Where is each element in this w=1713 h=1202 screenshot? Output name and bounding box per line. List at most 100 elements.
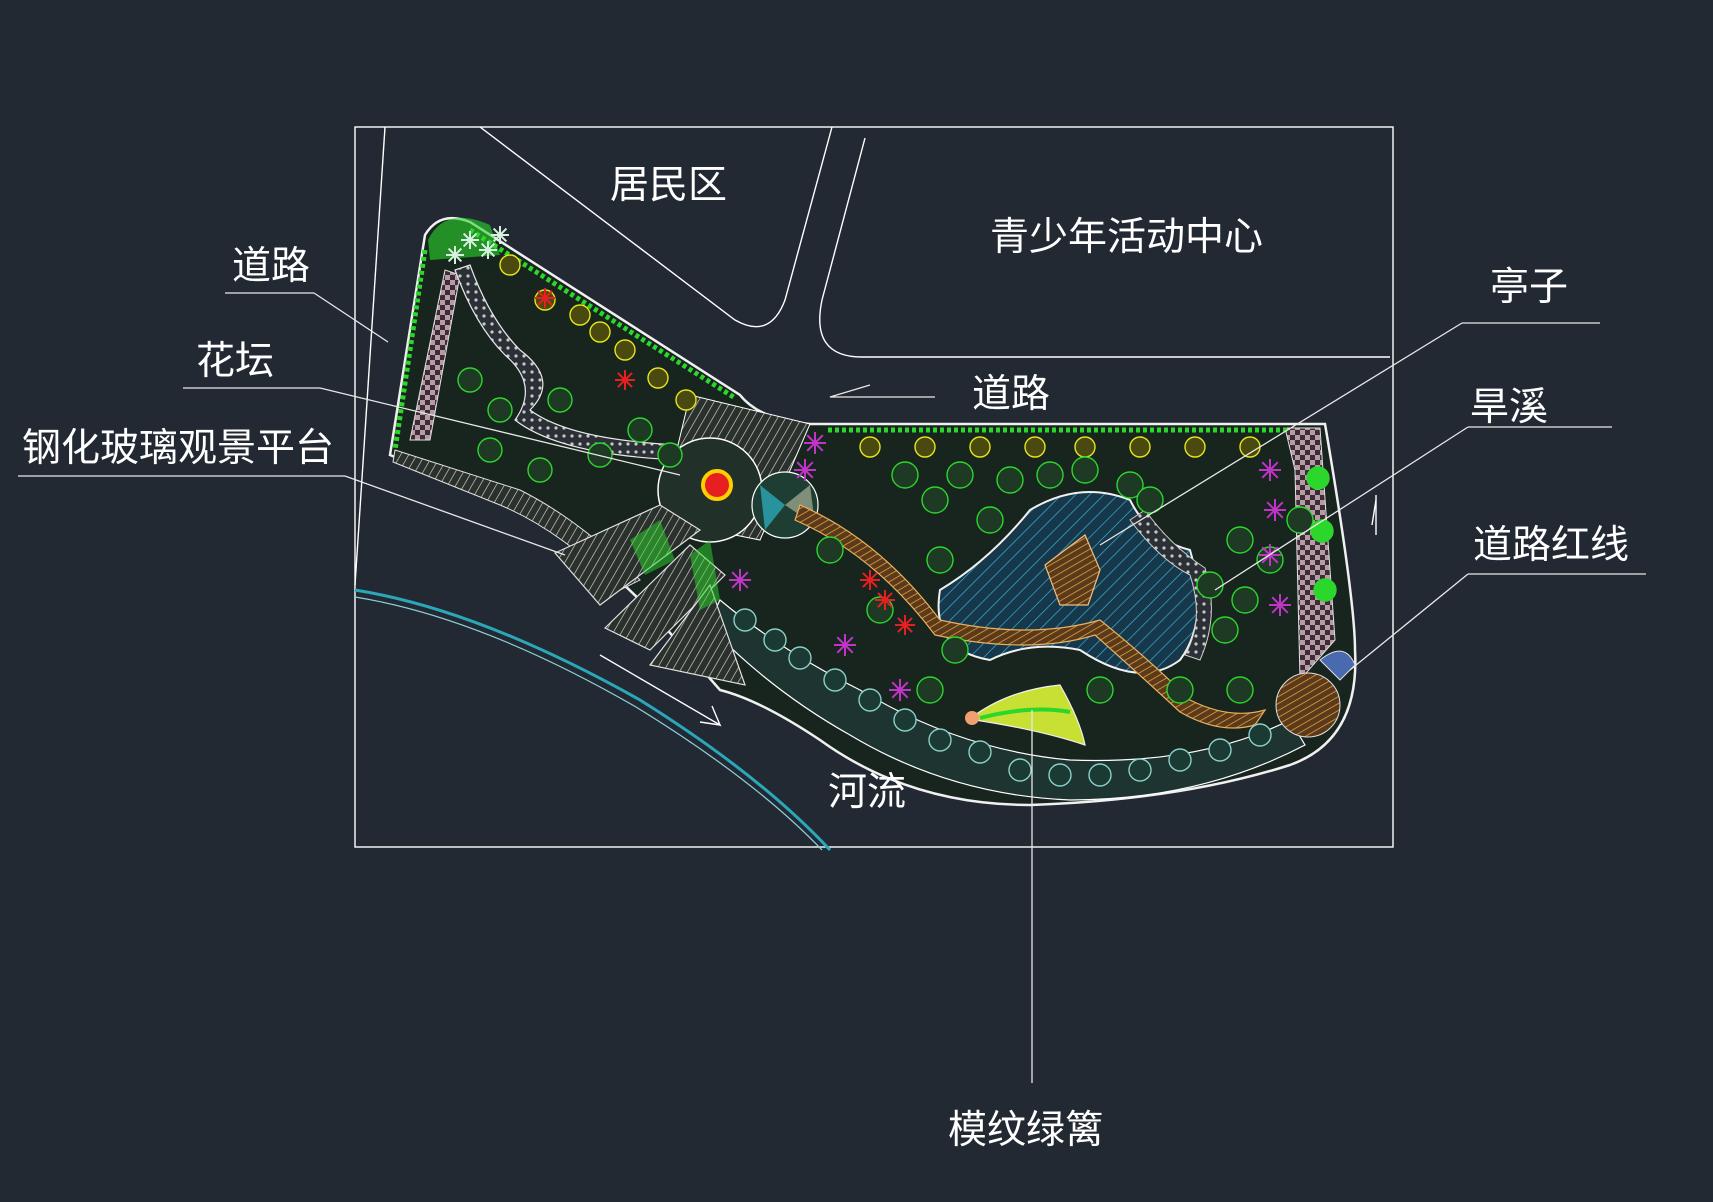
riverside-shrub <box>1208 738 1232 762</box>
shrub-yellow <box>969 436 991 458</box>
tree <box>1226 526 1254 554</box>
flower-red <box>535 288 555 308</box>
tree <box>1136 486 1164 514</box>
flower-red <box>860 570 880 590</box>
flower-white <box>461 231 479 249</box>
tree <box>1211 616 1239 644</box>
shrub-yellow <box>859 436 881 458</box>
flower-magenta <box>729 569 751 591</box>
tree <box>816 536 844 564</box>
river <box>354 588 832 852</box>
tree <box>457 367 483 393</box>
tree <box>477 437 503 463</box>
riverside-shrub <box>893 708 917 732</box>
flower-red <box>895 615 915 635</box>
shrub-yellow <box>675 389 697 411</box>
label-glass-platform: 钢化玻璃观景平台 <box>22 426 334 471</box>
label-river: 河流 <box>828 770 906 815</box>
flower-magenta <box>1269 594 1291 616</box>
tree <box>1286 506 1314 534</box>
shrub-yellow <box>569 304 591 326</box>
pavilion <box>1044 534 1101 606</box>
tree <box>921 486 949 514</box>
label-flower-bed: 花坛 <box>196 339 274 384</box>
tree <box>627 417 653 443</box>
flower-white <box>479 241 497 259</box>
riverside-shrub <box>1088 763 1112 787</box>
label-red-line: 道路红线 <box>1473 523 1629 568</box>
label-youth-center: 青少年活动中心 <box>990 215 1263 260</box>
roads <box>354 126 1390 586</box>
shrub-yellow <box>1239 436 1261 458</box>
tree <box>916 676 944 704</box>
west-hedge <box>392 249 428 451</box>
central-plaza <box>657 394 819 543</box>
tree <box>1036 461 1064 489</box>
flower-magenta <box>889 679 911 701</box>
flower-magenta <box>1259 459 1281 481</box>
label-residential: 居民区 <box>610 163 727 208</box>
tree-feature <box>1310 519 1334 543</box>
tree <box>1071 456 1099 484</box>
tree <box>1231 586 1259 614</box>
shrub-yellow <box>589 321 611 343</box>
riverside-shrub <box>1048 763 1072 787</box>
tree <box>527 457 553 483</box>
drawing-frame <box>354 126 1394 848</box>
tree <box>891 461 919 489</box>
flower-magenta <box>794 459 816 481</box>
border-walk-east <box>1284 427 1336 682</box>
label-pavilion: 亭子 <box>1490 265 1568 310</box>
se-plaza <box>1275 672 1341 738</box>
label-road-left: 道路 <box>232 244 310 289</box>
riverside-shrub <box>1248 723 1272 747</box>
flower-magenta <box>804 432 826 454</box>
shrub-yellow <box>1024 436 1046 458</box>
tree <box>657 442 683 468</box>
tree <box>1196 571 1224 599</box>
label-hedge: 模纹绿篱 <box>948 1108 1104 1153</box>
riverside-shrub <box>968 740 992 764</box>
tree <box>866 596 894 624</box>
tree <box>941 636 969 664</box>
tree-feature <box>1306 466 1330 490</box>
flower-white <box>446 246 464 264</box>
flower-magenta <box>834 634 856 656</box>
flower-magenta <box>1259 544 1281 566</box>
tree <box>1166 676 1194 704</box>
glass-platforms <box>554 504 746 686</box>
shrub-yellow <box>914 436 936 458</box>
tree <box>996 466 1024 494</box>
riverside-shrub <box>928 728 952 752</box>
tree <box>946 461 974 489</box>
tree <box>1226 676 1254 704</box>
riverside-shrub <box>763 628 787 652</box>
shrub-yellow <box>614 339 636 361</box>
patterned-hedge <box>965 684 1086 746</box>
shrub-yellow <box>1074 436 1096 458</box>
flower-white <box>491 226 509 244</box>
riverside-shrub <box>733 608 757 632</box>
riverside-shrub <box>1168 748 1192 772</box>
riverside-shrub <box>858 688 882 712</box>
flower-magenta <box>1264 499 1286 521</box>
flow-arrow <box>599 654 722 727</box>
flower-red <box>875 590 895 610</box>
leader-lines <box>18 292 1646 1083</box>
label-dry-creek: 旱溪 <box>1470 385 1548 430</box>
flower-red <box>615 370 635 390</box>
border-walk <box>409 269 461 441</box>
tree <box>976 506 1004 534</box>
riverside-shrub <box>1128 758 1152 782</box>
tree <box>547 387 573 413</box>
riverside-shrub <box>823 668 847 692</box>
shrub-yellow <box>499 254 521 276</box>
tree <box>487 397 513 423</box>
planting <box>446 226 1337 787</box>
tree <box>1086 676 1114 704</box>
shrub-yellow <box>1184 436 1206 458</box>
riverside-shrub <box>1008 758 1032 782</box>
tree <box>1116 471 1144 499</box>
shrub-yellow <box>647 367 669 389</box>
label-road-center: 道路 <box>972 372 1050 417</box>
